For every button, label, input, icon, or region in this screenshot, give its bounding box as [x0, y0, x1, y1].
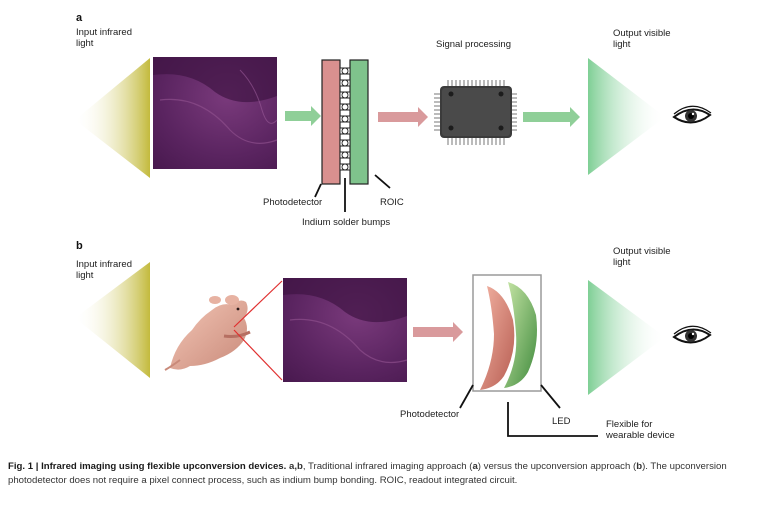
- panel-b: [75, 262, 712, 437]
- output-visible-label-b: Output visible light: [613, 246, 671, 268]
- photodetector-layer: [321, 59, 341, 185]
- tissue-image-b: [283, 278, 408, 382]
- photodetector-roic-stack: [314, 59, 391, 212]
- tissue-image-a: [153, 57, 278, 169]
- arrow-pink-b: [413, 322, 463, 342]
- caption-b: b: [636, 461, 643, 472]
- visible-cone-b: [588, 280, 665, 395]
- signal-processing-chip: [434, 80, 517, 145]
- photodetector-label-a: Photodetector: [263, 197, 323, 208]
- panel-b-letter: b: [76, 240, 83, 252]
- flexible-label: Flexible for wearable device: [606, 419, 675, 441]
- panel-a-letter: a: [76, 12, 83, 24]
- zoom-line-bottom: [233, 329, 283, 381]
- mouse-image: [164, 295, 251, 371]
- indium-bumps-label: Indium solder bumps: [302, 217, 391, 228]
- indium-bumps: [339, 67, 351, 171]
- infrared-cone-a: [75, 58, 150, 178]
- visible-cone-a: [588, 58, 665, 175]
- eye-icon: [672, 105, 712, 124]
- arrow-green-a1: [285, 106, 321, 126]
- led-film: [504, 282, 537, 388]
- signal-processing-label: Signal processing: [436, 39, 511, 50]
- caption-text2: ) versus the upconversion approach (: [477, 461, 637, 472]
- upconversion-device: [459, 274, 598, 437]
- arrow-pink-a: [378, 107, 428, 127]
- photodetector-label-b: Photodetector: [400, 409, 460, 420]
- caption-text3: ). The upconversion photodetector does n…: [8, 461, 727, 486]
- eye-icon: [672, 325, 712, 344]
- input-infrared-label-b: Input infrared light: [76, 259, 132, 281]
- caption-a: a: [472, 461, 478, 472]
- caption-ab: a,b: [288, 461, 303, 472]
- led-label: LED: [552, 416, 571, 427]
- roic-label: ROIC: [380, 197, 404, 208]
- input-infrared-label-a: Input infrared light: [76, 27, 132, 49]
- panel-a: [75, 57, 712, 212]
- roic-layer: [349, 59, 369, 185]
- figure-caption: Fig. 1 | Infrared imaging using flexible…: [8, 460, 756, 488]
- caption-fig-number: Fig. 1 | Infrared imaging using flexible…: [8, 461, 287, 472]
- output-visible-label-a: Output visible light: [613, 28, 671, 50]
- infrared-cone-b: [75, 262, 150, 378]
- caption-text1: , Traditional infrared imaging approach …: [302, 461, 473, 472]
- zoom-line-top: [233, 280, 283, 328]
- arrow-green-a2: [523, 107, 580, 127]
- photodetector-film: [480, 286, 515, 390]
